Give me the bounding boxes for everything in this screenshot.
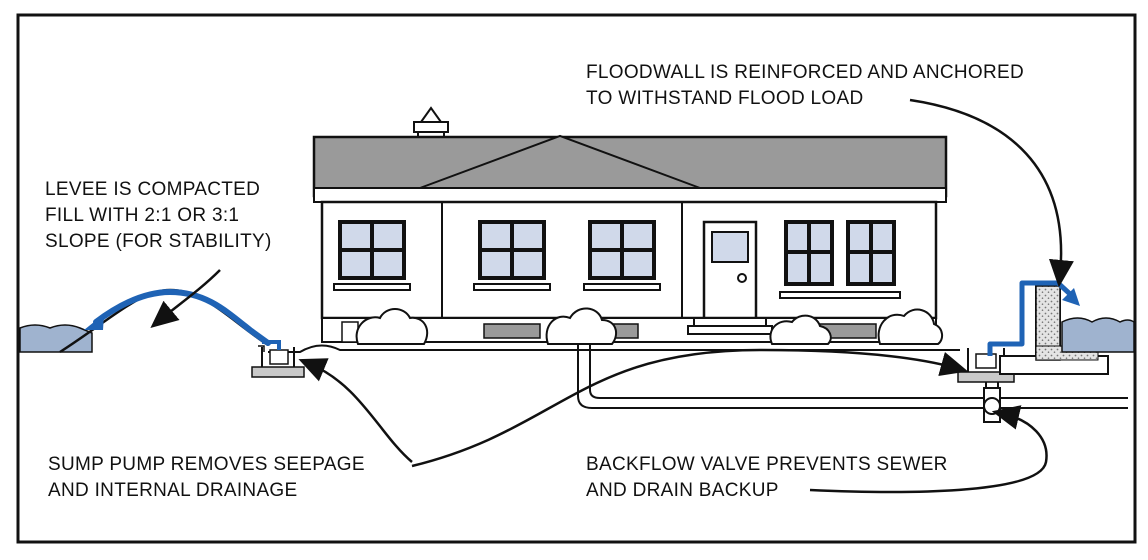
window-1	[333, 220, 411, 291]
levee-callout-line3: SLOPE (FOR STABILITY)	[45, 231, 272, 252]
shrub-icon	[355, 307, 944, 345]
floodwall-callout: FLOODWALL IS REINFORCED AND ANCHORED TO …	[586, 60, 1024, 112]
leader-sump-left	[298, 358, 413, 463]
window-5	[846, 220, 896, 286]
levee-callout: LEVEE IS COMPACTED FILL WITH 2:1 OR 3:1 …	[45, 177, 272, 255]
sump-pump-left	[251, 340, 305, 378]
house	[312, 106, 948, 343]
leader-sump-right	[411, 348, 969, 468]
floodwall-callout-line2: TO WITHSTAND FLOOD LOAD	[586, 88, 864, 109]
floodwall-callout-line1: FLOODWALL IS REINFORCED AND ANCHORED	[586, 62, 1025, 83]
sewer-pipe	[577, 344, 1128, 409]
backflow-valve-callout-line2: AND DRAIN BACKUP	[586, 480, 779, 501]
sump-pump-callout-line1: SUMP PUMP REMOVES SEEPAGE	[48, 454, 365, 475]
drain-pipe	[589, 344, 1128, 399]
levee-callout-line1: LEVEE IS COMPACTED	[45, 179, 261, 200]
window-2	[473, 220, 551, 291]
backflow-valve-callout: BACKFLOW VALVE PREVENTS SEWER AND DRAIN …	[586, 452, 948, 504]
window-3	[583, 220, 661, 291]
sump-pump-callout-line2: AND INTERNAL DRAINAGE	[48, 480, 298, 501]
backflow-valve-callout-line1: BACKFLOW VALVE PREVENTS SEWER	[586, 454, 948, 475]
flow-arrow-icon	[1062, 288, 1080, 306]
leader-levee	[150, 269, 221, 329]
leader-floodwall	[909, 98, 1074, 288]
sump-pump-icon	[258, 345, 265, 352]
window-4	[784, 220, 834, 286]
flow-arrow-icon	[84, 314, 104, 330]
levee-callout-line2: FILL WITH 2:1 OR 3:1	[45, 205, 240, 226]
diagram-border	[16, 13, 1137, 544]
front-door	[687, 220, 773, 335]
left-floodwater	[19, 324, 93, 353]
leader-backflow	[809, 405, 1048, 494]
sump-pump-callout: SUMP PUMP REMOVES SEEPAGE AND INTERNAL D…	[48, 452, 365, 504]
right-floodwater	[1061, 317, 1135, 353]
backflow-valve-icon	[983, 379, 1001, 423]
ground-line	[268, 344, 960, 353]
levee-flow-arrow	[93, 288, 271, 346]
